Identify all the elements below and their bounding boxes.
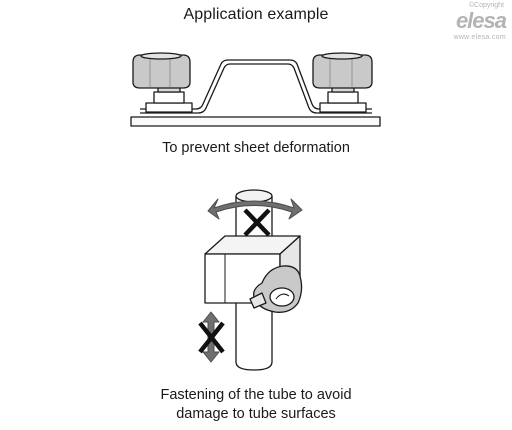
tube-top (235, 189, 273, 203)
sheet-clamp-illustration (130, 52, 381, 127)
caption-tube-line-1: Fastening of the tube to avoid (160, 387, 352, 403)
tube-clamp-illustration (202, 189, 303, 371)
logo-url: www.elesa.com (453, 34, 506, 41)
diagram-title: Application example (183, 6, 329, 23)
caption-tube-line-2: damage to tube surfaces (176, 406, 336, 422)
logo-brand: elesa (455, 8, 507, 33)
logo-copyright: ©Copyright (468, 2, 504, 9)
formed-sheet (140, 59, 372, 110)
formed-sheet-inner (140, 63, 372, 114)
caption-tube: Fastening of the tube to avoid damage to… (0, 386, 512, 424)
base-plate (130, 116, 381, 127)
right-knob (312, 52, 373, 113)
rotation-arrow (207, 198, 303, 220)
rotation-prevented-cross (243, 208, 271, 237)
caption-sheet: To prevent sheet deformation (162, 140, 350, 156)
clamp-knob (249, 265, 303, 313)
elesa-logo: ©Copyright elesa www.elesa.com (436, 2, 507, 41)
left-knob (132, 52, 193, 113)
slide-prevented-cross (198, 321, 225, 354)
